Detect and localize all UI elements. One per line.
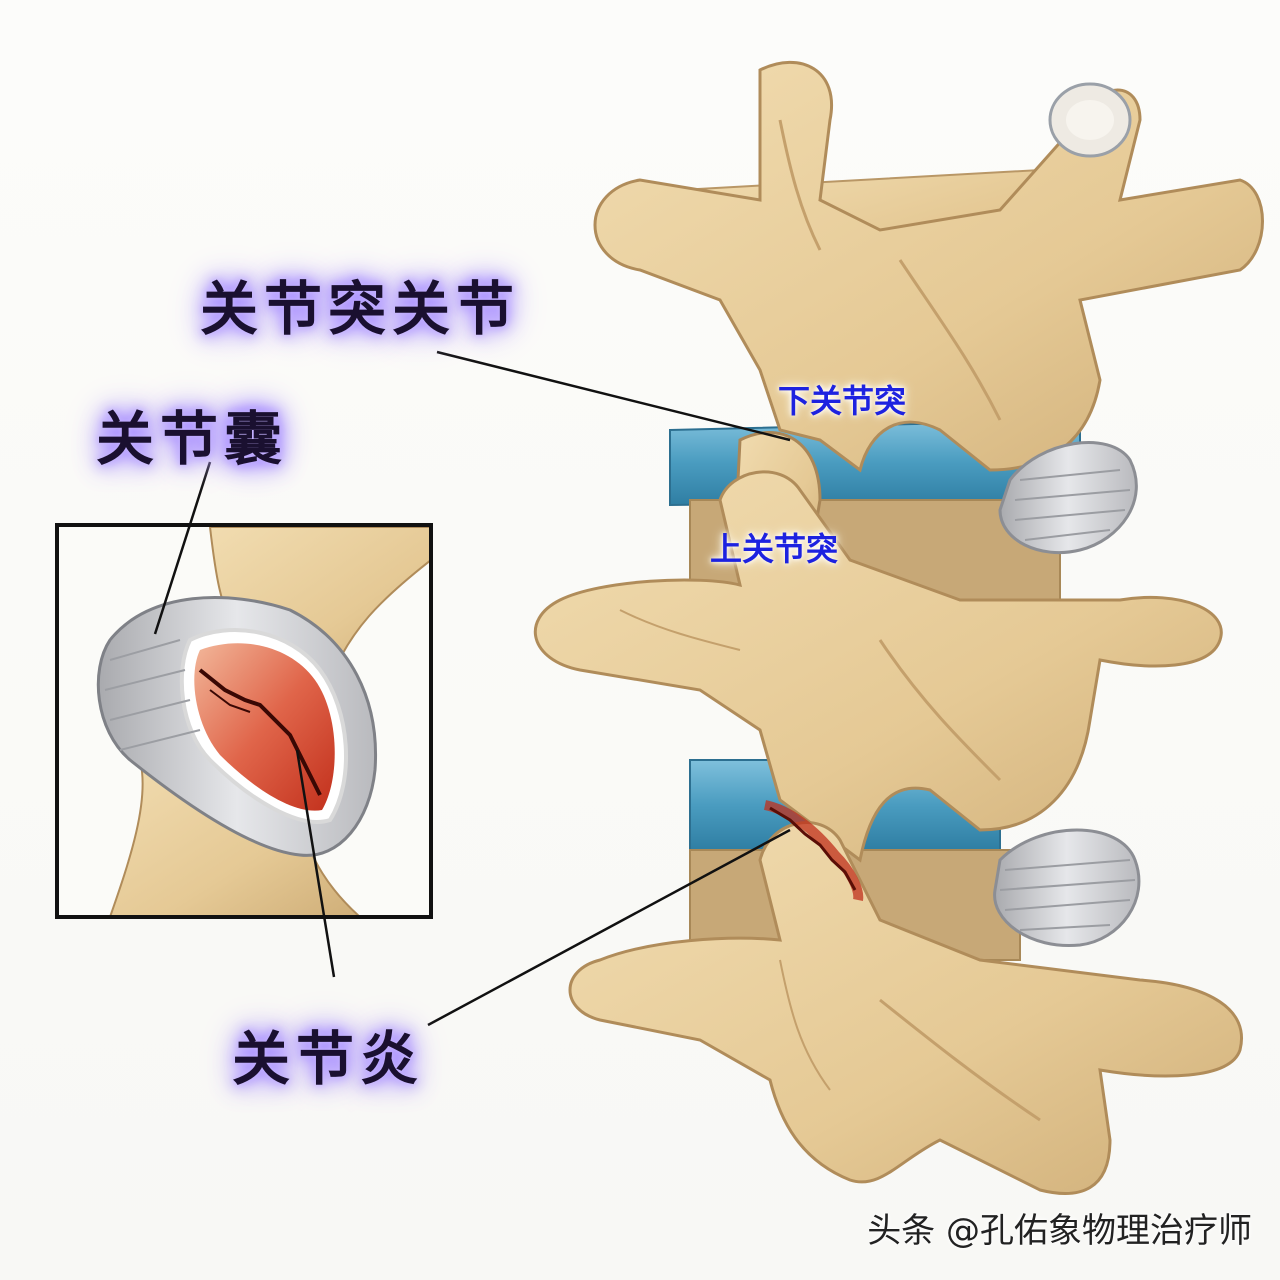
inflamed-joint xyxy=(763,800,864,901)
arthritis-leader-inset xyxy=(295,749,336,978)
joint-capsule-label: 关节囊 xyxy=(96,405,289,473)
leader-lines xyxy=(153,350,791,1027)
facet-joint-leader xyxy=(436,350,791,442)
facet-joint-label: 关节突关节 xyxy=(200,275,521,343)
lower-right-capsule xyxy=(993,828,1141,948)
watermark: 头条 @孔佑象物理治疗师 xyxy=(867,1211,1252,1251)
upper-right-capsule xyxy=(998,441,1138,555)
middle-vertebra xyxy=(533,470,1223,863)
arthritis-label: 关节炎 xyxy=(232,1025,425,1093)
arthritis-leader-spine xyxy=(427,828,791,1027)
inferior-process-label: 下关节突 xyxy=(778,382,907,420)
inset-panel xyxy=(55,523,433,919)
capsule-leader xyxy=(153,461,212,635)
superior-process-label: 上关节突 xyxy=(710,530,839,568)
